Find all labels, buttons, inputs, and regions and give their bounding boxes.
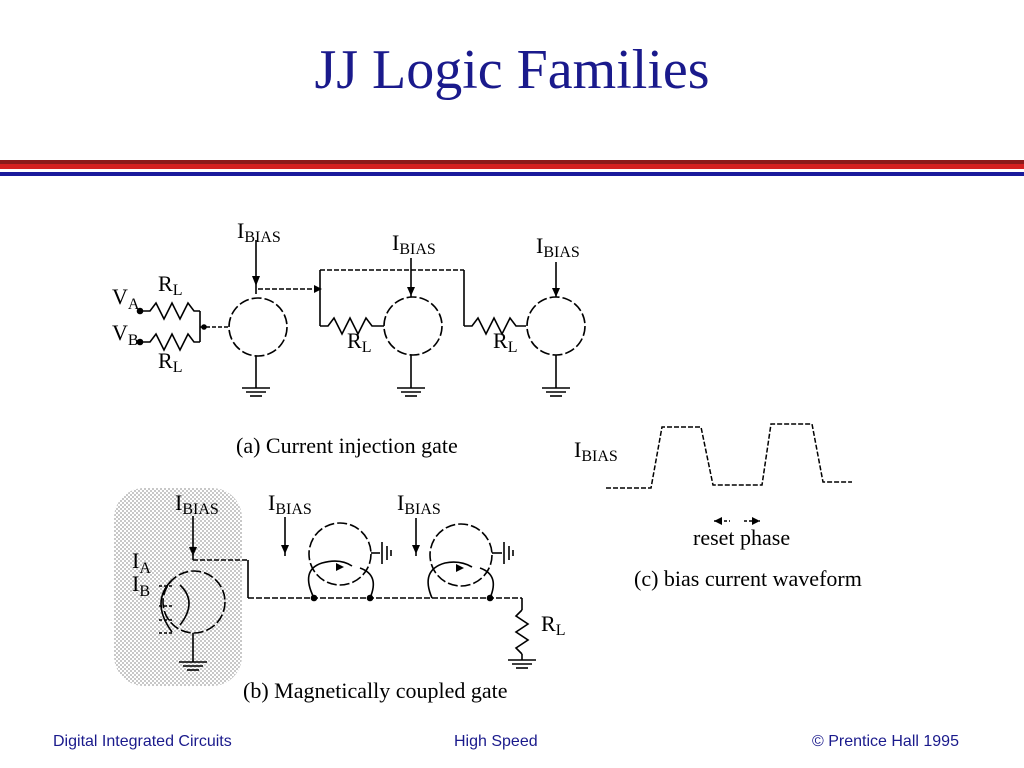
ibias-label-a2: IBIAS bbox=[392, 230, 436, 258]
junction-1 bbox=[228, 297, 288, 357]
gate-highlight-region bbox=[114, 488, 242, 686]
ibias-label-b2: IBIAS bbox=[268, 490, 312, 518]
ia-label: IA bbox=[132, 548, 151, 577]
load-resistor-3 bbox=[464, 316, 526, 336]
header-rule-dark bbox=[0, 160, 1024, 164]
reset-phase-marker bbox=[714, 517, 760, 525]
coupled-junction-1 bbox=[162, 570, 226, 634]
caption-a: (a) Current injection gate bbox=[236, 433, 458, 458]
footer-right: © Prentice Hall 1995 bbox=[812, 733, 959, 750]
rl-label-a3: RL bbox=[347, 328, 371, 356]
caption-c: (c) bias current waveform bbox=[634, 566, 862, 591]
ibias-label-a1: IBIAS bbox=[237, 218, 281, 246]
ibias-label-c: IBIAS bbox=[574, 437, 618, 465]
load-resistor-b bbox=[140, 332, 200, 352]
current-injection-gate bbox=[136, 240, 586, 397]
coupled-junction-2 bbox=[308, 522, 372, 586]
header-rule-red bbox=[0, 164, 1024, 169]
ibias-label-a3: IBIAS bbox=[536, 233, 580, 261]
va-label: VA bbox=[112, 284, 140, 313]
load-resistor-b bbox=[514, 609, 530, 655]
caption-b: (b) Magnetically coupled gate bbox=[243, 678, 508, 703]
slide-title: JJ Logic Families bbox=[314, 39, 710, 101]
coupled-junction-3 bbox=[429, 523, 493, 587]
header-rule-blue bbox=[0, 172, 1024, 176]
jj-logic-diagram: IBIAS IBIAS IBIAS VA VB RL RL RL RL (a) … bbox=[112, 218, 862, 703]
rl-label-a2: RL bbox=[158, 348, 182, 376]
ib-label: IB bbox=[132, 571, 150, 600]
ibias-label-b3: IBIAS bbox=[397, 490, 441, 518]
magnetically-coupled-gate bbox=[159, 516, 536, 671]
junction-3 bbox=[526, 296, 586, 356]
reset-phase-label: reset phase bbox=[693, 525, 790, 550]
bias-waveform bbox=[606, 423, 852, 489]
vb-label: VB bbox=[112, 320, 139, 349]
load-resistor-a bbox=[140, 301, 200, 321]
footer-left: Digital Integrated Circuits bbox=[53, 733, 232, 750]
footer-center: High Speed bbox=[454, 733, 538, 750]
junction-2 bbox=[383, 296, 443, 356]
load-resistor-2 bbox=[320, 316, 384, 336]
rl-label-a1: RL bbox=[158, 271, 182, 299]
ibias-label-b1: IBIAS bbox=[175, 490, 219, 518]
rl-label-a4: RL bbox=[493, 328, 517, 356]
rl-label-b: RL bbox=[541, 611, 565, 639]
